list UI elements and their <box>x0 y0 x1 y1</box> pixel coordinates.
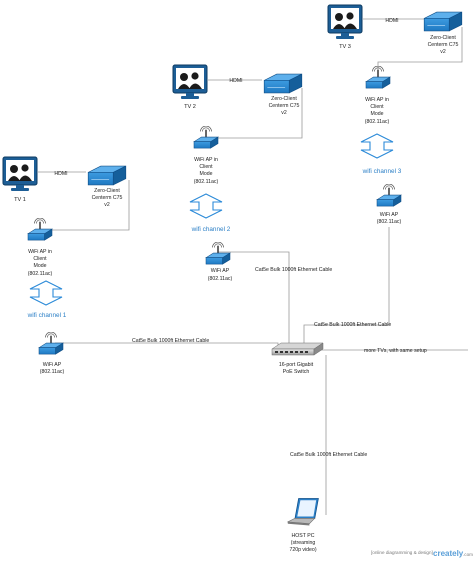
footer-watermark: [online diagramming & design] creately .… <box>371 549 473 558</box>
channel-2-label: wifi channel 2 <box>191 226 231 233</box>
footer-brand-suffix: .com <box>463 552 473 557</box>
tv-icon <box>327 4 363 40</box>
footer-note: [online diagramming & design] <box>371 550 433 555</box>
ethernet-label-host: Cat5e Bulk 1000ft Ethernet Cable <box>290 452 367 458</box>
tv2-ap-line1: WiFi AP in <box>194 157 218 163</box>
tv3-unit: TV 3 HDMI Zero-Client Centerm C75 v2 WiF… <box>327 4 463 225</box>
switch-icon <box>271 342 324 356</box>
wifi-ap-icon <box>376 184 402 207</box>
uplink-line-tv3-to-switch <box>303 324 389 347</box>
ethernet-labels: Cat5e Bulk 1000ft Ethernet Cable Cat5e B… <box>132 267 391 458</box>
tv1-client-line1: Zero-Client <box>94 188 120 194</box>
zero-client-icon <box>87 165 127 186</box>
host-pc: HOST PC (streaming 720p video) <box>287 498 319 553</box>
tv3-label: TV 3 <box>339 44 351 50</box>
base-ap3-line1: WiFi AP <box>380 212 399 218</box>
host-pc-line3: 720p video) <box>289 547 316 553</box>
wifi-link-arrow-icon <box>189 193 223 219</box>
more-tvs-label: more TVs, with same setup <box>364 348 427 354</box>
tv2-client-line2: Centerm C75 <box>269 103 300 109</box>
wifi-ap-icon <box>205 242 231 265</box>
switch-label-line1: 16-port Gigabit <box>279 362 314 368</box>
wifi-link-arrow-icon <box>29 280 63 306</box>
ethernet-label-tv2: Cat5e Bulk 1000ft Ethernet Cable <box>255 267 332 273</box>
tv2-ap-line2: Client <box>199 164 213 170</box>
wifi-ap-client-icon <box>193 126 219 149</box>
tv2-ap-line3: Mode <box>200 171 213 177</box>
wifi-link-arrow-icon <box>360 133 394 159</box>
wifi-ap-icon <box>38 332 64 355</box>
tv3-ap-line3: Mode <box>371 111 384 117</box>
footer-brand: creately <box>433 549 464 558</box>
poe-switch: 16-port Gigabit PoE Switch <box>271 342 324 375</box>
wifi-ap-client-icon <box>27 218 53 241</box>
ethernet-label-tv3: Cat5e Bulk 1000ft Ethernet Cable <box>314 322 391 328</box>
tv1-ap-line4: (802.11ac) <box>28 271 53 277</box>
tv2-unit: TV 2 HDMI Zero-Client Centerm C75 v2 WiF… <box>172 64 303 282</box>
base-ap1-line1: WiFi AP <box>43 362 62 368</box>
tv1-label: TV 1 <box>14 197 26 203</box>
tv3-client-line1: Zero-Client <box>430 35 456 41</box>
base-ap2-line2: (802.11ac) <box>208 276 233 282</box>
ethernet-label-tv1: Cat5e Bulk 1000ft Ethernet Cable <box>132 338 209 344</box>
host-pc-line2: (streaming <box>291 540 316 546</box>
tv3-ap-line2: Client <box>370 104 384 110</box>
tv1-hdmi-label: HDMI <box>54 171 67 177</box>
tv3-ap-line4: (802.11ac) <box>365 119 390 125</box>
tv2-hdmi-label: HDMI <box>229 78 242 84</box>
tv-icon <box>172 64 208 100</box>
tv-icon <box>2 156 38 192</box>
tv1-client-line3: v2 <box>104 202 110 208</box>
tv2-label: TV 2 <box>184 104 196 110</box>
host-pc-line1: HOST PC <box>292 533 315 539</box>
tv3-client-line2: Centerm C75 <box>428 42 459 48</box>
tv1-ap-line1: WiFi AP in <box>28 249 52 255</box>
client-to-ap-link-tv2 <box>208 88 303 139</box>
zero-client-icon <box>423 11 463 32</box>
channel-3-label: wifi channel 3 <box>362 168 402 175</box>
laptop-icon <box>287 498 319 526</box>
uplink-line-tv2 <box>218 251 290 347</box>
tv1-unit: TV 1 HDMI Zero-Client Centerm C75 v2 WiF… <box>2 156 127 375</box>
base-ap1-line2: (802.11ac) <box>40 369 65 375</box>
connection-lines <box>38 18 468 515</box>
tv1-ap-line3: Mode <box>34 263 47 269</box>
tv2-client-line3: v2 <box>281 110 287 116</box>
channel-1-label: wifi channel 1 <box>27 312 67 319</box>
tv2-client-line1: Zero-Client <box>271 96 297 102</box>
tv1-ap-line2: Client <box>33 256 47 262</box>
base-ap2-line1: WiFi AP <box>211 268 230 274</box>
base-ap3-line2: (802.11ac) <box>377 219 402 225</box>
tv2-ap-line4: (802.11ac) <box>194 179 219 185</box>
tv3-ap-line1: WiFi AP in <box>365 97 389 103</box>
switch-label-line2: PoE Switch <box>283 369 310 375</box>
tv3-client-line3: v2 <box>440 49 446 55</box>
client-to-ap-link-tv1 <box>45 180 130 231</box>
tv1-client-line2: Centerm C75 <box>92 195 123 201</box>
tv3-hdmi-label: HDMI <box>385 18 398 24</box>
zero-client-icon <box>263 73 303 94</box>
